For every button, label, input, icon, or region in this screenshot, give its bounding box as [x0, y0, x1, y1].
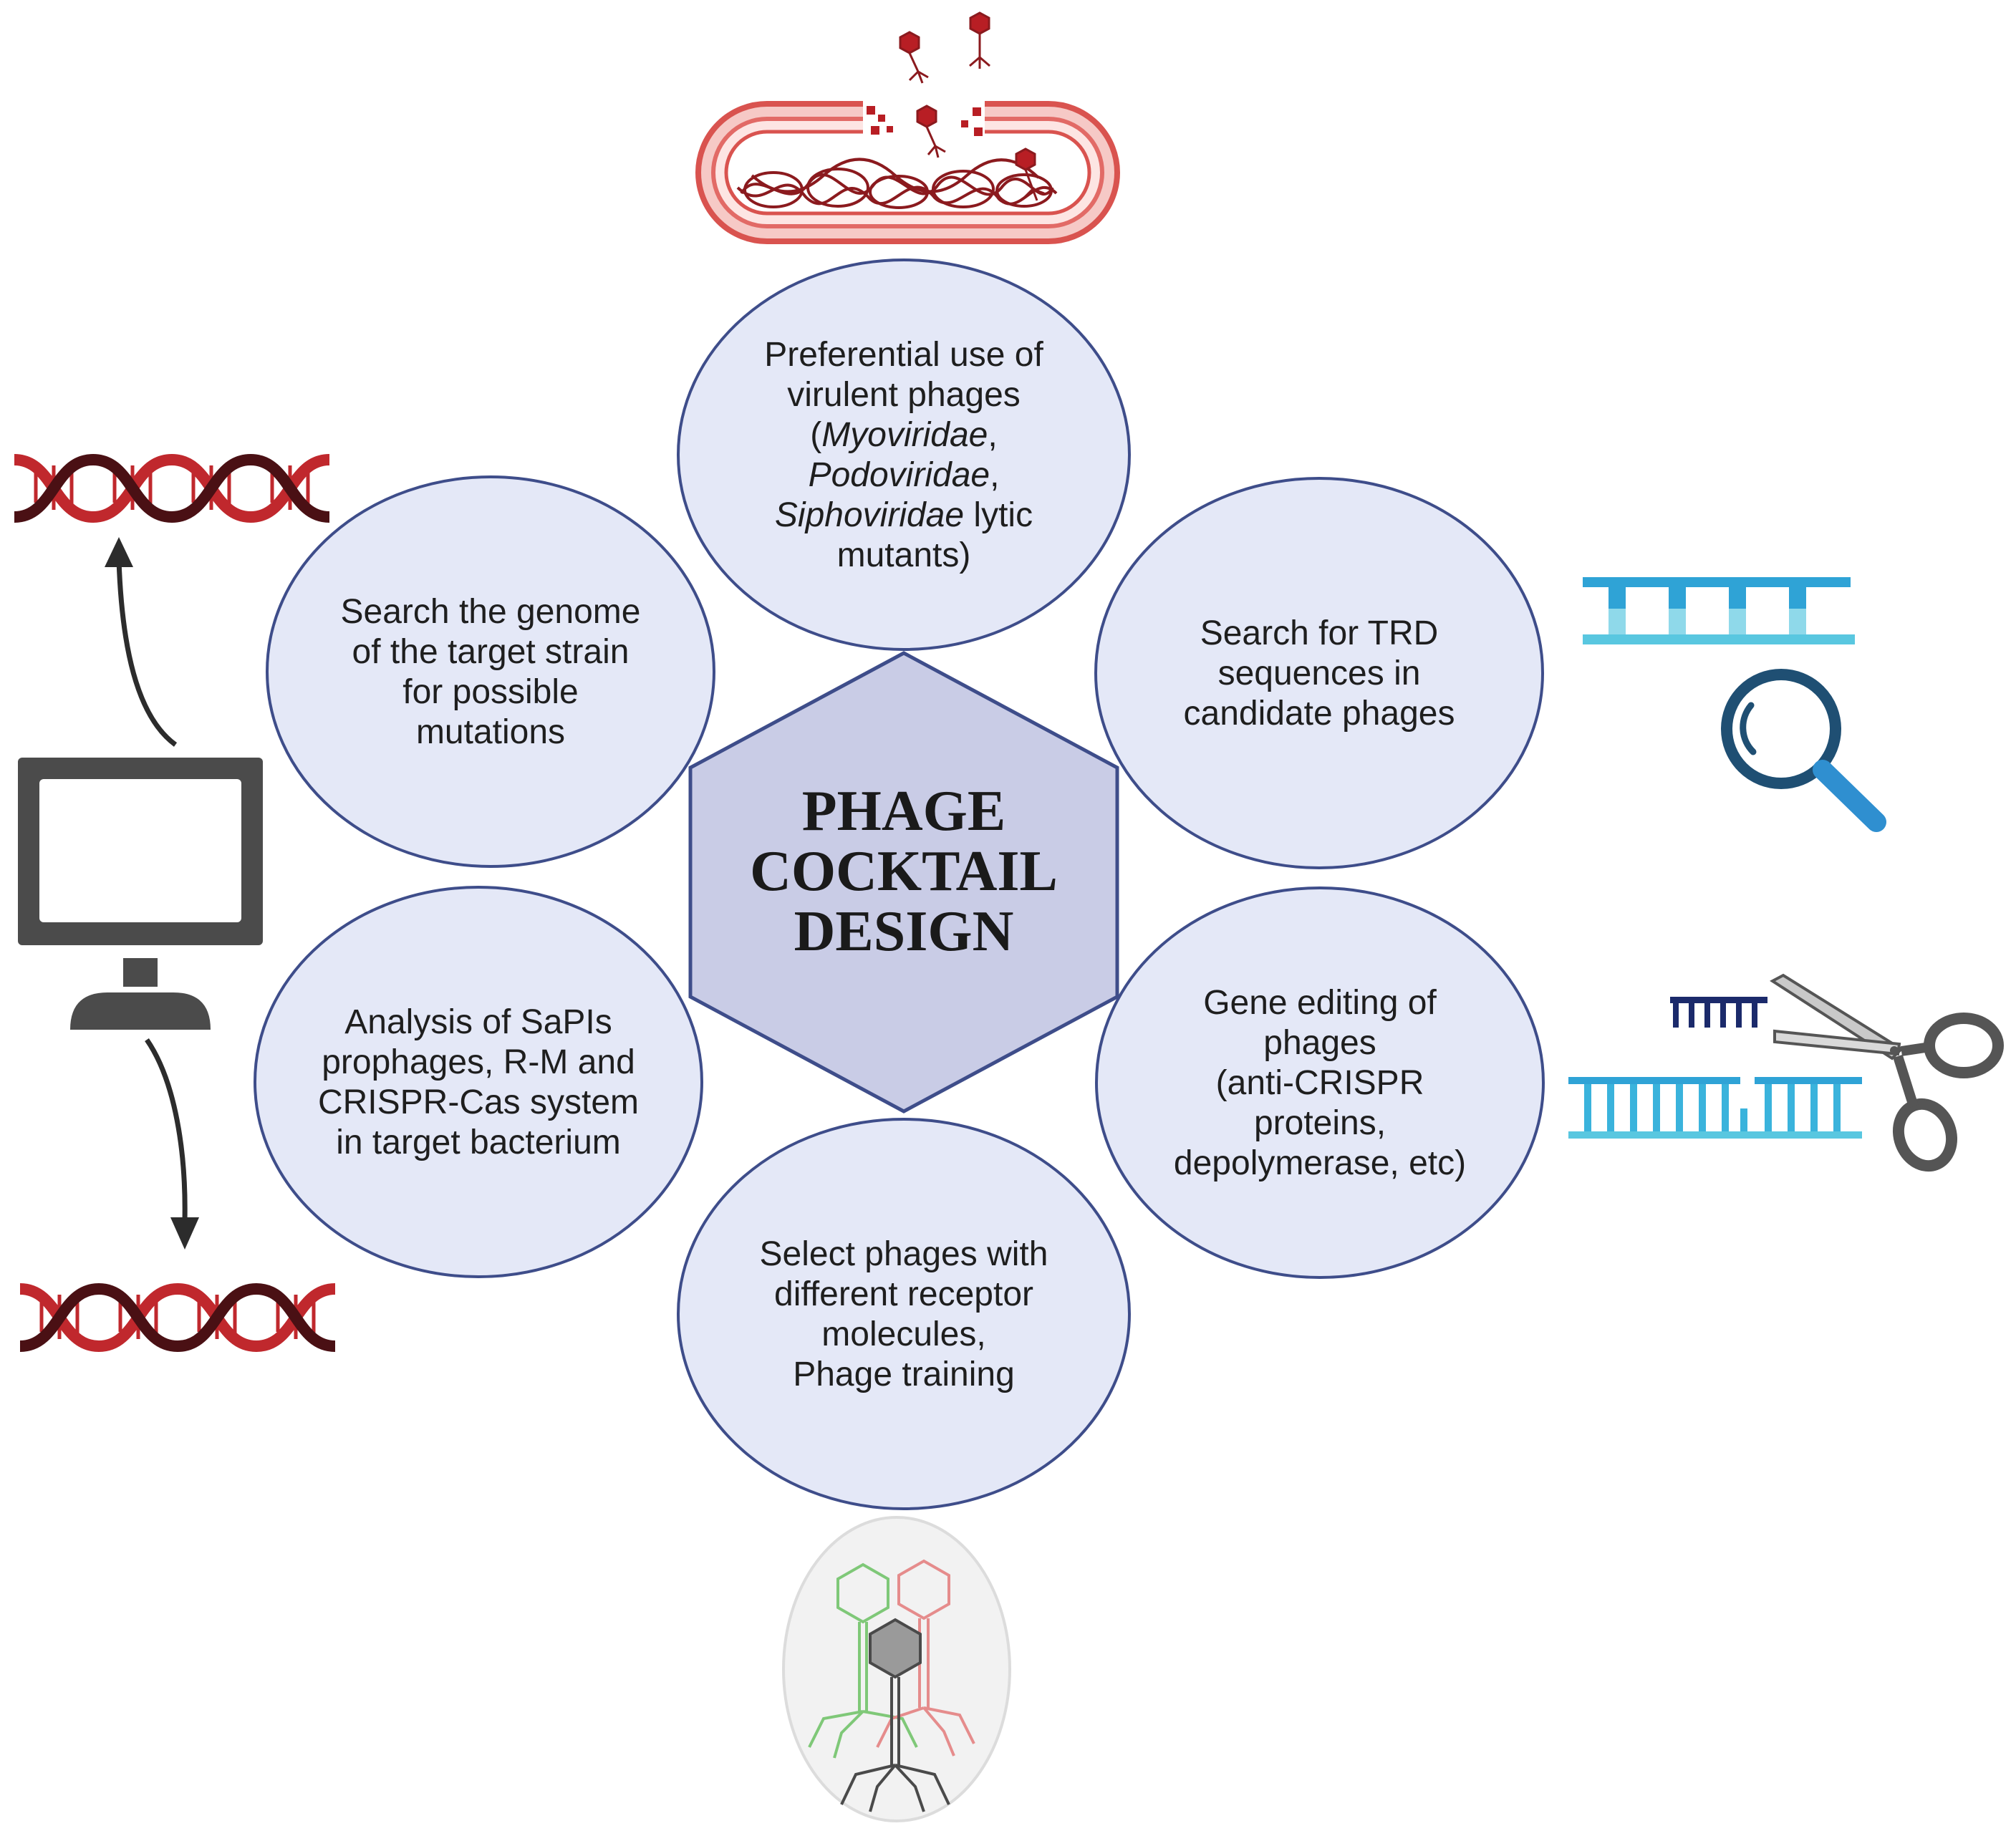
node-text-line: Select phages with [760, 1235, 1048, 1273]
node-text-line: virulent phages [787, 376, 1021, 414]
center-title-line: COCKTAIL [750, 840, 1058, 903]
node-text-run: Analysis of SaPIs [344, 1003, 612, 1041]
node-text-run: Siphoviridae [775, 496, 964, 534]
node-text-run: phages [1263, 1024, 1376, 1062]
node-text-line: mutants) [837, 536, 971, 574]
node-text-run: Preferential use of [764, 336, 1043, 374]
node-text-run: Myoviridae [821, 416, 988, 454]
computer-monitor-icon [18, 758, 263, 1030]
node-text-run: lytic [964, 496, 1033, 534]
node-text-run: CRISPR-Cas system [318, 1083, 639, 1121]
arrow-down-icon [145, 1038, 199, 1250]
node-text-run: (anti-CRISPR [1216, 1064, 1424, 1102]
center-title-line: DESIGN [794, 900, 1014, 963]
node-text-line: (anti-CRISPR [1216, 1064, 1424, 1102]
dna-cut-scissors-icon [1568, 973, 2004, 1172]
node-text-run: , [990, 456, 999, 494]
dna-helix-icon [14, 453, 330, 523]
node-text-line: candidate phages [1184, 695, 1455, 733]
node-text-run: Search for TRD [1200, 614, 1439, 652]
node-text-run: candidate phages [1184, 695, 1455, 733]
node-text-run: depolymerase, etc) [1174, 1144, 1466, 1182]
node-text-line: for possible [402, 673, 578, 711]
node-text-line: Gene editing of [1203, 984, 1437, 1022]
node-text-run: proteins, [1254, 1104, 1386, 1142]
node-text-run: different receptor [774, 1275, 1033, 1313]
node-text-line: of the target strain [352, 633, 630, 671]
node-text-line: proteins, [1254, 1104, 1386, 1142]
node-text-line: sequences in [1218, 654, 1421, 692]
node-text-line: molecules, [821, 1315, 985, 1353]
node-text-run: molecules, [821, 1315, 985, 1353]
dna-helix-icon [19, 1282, 336, 1353]
node-text-run: mutations [416, 713, 565, 751]
phage-training-icon [782, 1516, 1011, 1822]
node-text-line: Search the genome [341, 593, 641, 631]
node-text-run: Search the genome [341, 593, 641, 631]
node-text-line: different receptor [774, 1275, 1033, 1313]
node-text-line: prophages, R-M and [322, 1043, 635, 1081]
node-text-line: Siphoviridae lytic [775, 496, 1033, 534]
phage-icon [1015, 148, 1045, 201]
node-text-line: mutations [416, 713, 565, 751]
node-text-run: in target bacterium [336, 1124, 621, 1161]
node-text-run: mutants) [837, 536, 971, 574]
node-text-run: Select phages with [760, 1235, 1048, 1273]
node-text-run: Phage training [793, 1356, 1015, 1393]
node-text-line: Analysis of SaPIs [344, 1003, 612, 1041]
node-text-run: of the target strain [352, 633, 630, 671]
node-text-line: phages [1263, 1024, 1376, 1062]
phage-icon [969, 11, 990, 69]
node-text-run: virulent phages [787, 376, 1021, 414]
node-text-line: Podoviridae, [809, 456, 1000, 494]
node-text-line: Phage training [793, 1356, 1015, 1393]
node-text-line: in target bacterium [336, 1124, 621, 1161]
node-text-run: , [988, 416, 997, 454]
center-title-line: PHAGE [802, 780, 1005, 843]
node-text-line: CRISPR-Cas system [318, 1083, 639, 1121]
node-text-run: sequences in [1218, 654, 1421, 692]
node-text-line: Search for TRD [1200, 614, 1439, 652]
arrow-up-icon [105, 537, 178, 747]
node-text-run: ( [810, 416, 821, 454]
phage-icon [916, 105, 946, 158]
node-text-line: Preferential use of [764, 336, 1043, 374]
bacterium-phage-lysis-icon [695, 11, 1120, 244]
node-text-run: for possible [402, 673, 578, 711]
node-text-run: Podoviridae [809, 456, 990, 494]
node-text-run: prophages, R-M and [322, 1043, 635, 1081]
node-text-run: Gene editing of [1203, 984, 1437, 1022]
node-text-line: depolymerase, etc) [1174, 1144, 1466, 1182]
node-text-line: (Myoviridae, [810, 416, 997, 454]
dna-search-magnifier-icon [1583, 577, 1886, 832]
phage-icon [899, 31, 929, 84]
